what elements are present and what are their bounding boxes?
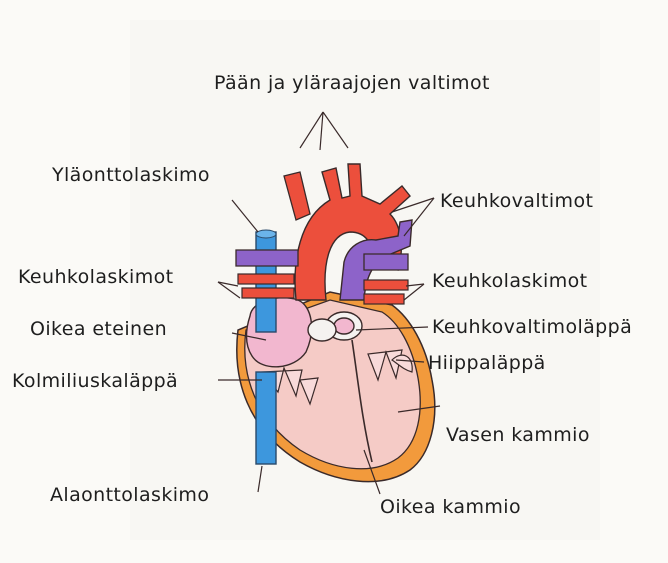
label-right-ventricle: Oikea kammio — [380, 496, 521, 518]
label-right-atrium: Oikea eteinen — [30, 318, 167, 340]
label-pulmonary-veins-right: Keuhkolaskimot — [432, 270, 588, 292]
label-inferior-vena-cava: Alaonttolaskimo — [50, 484, 209, 506]
pulmonary-right-artery — [364, 254, 408, 270]
label-superior-vena-cava: Yläonttolaskimo — [52, 164, 210, 186]
label-tricuspid-valve: Kolmiliuskaläppä — [12, 370, 178, 392]
label-mitral-valve: Hiippaläppä — [428, 352, 546, 374]
label-head-arteries: Pään ja yläraajojen valtimot — [214, 72, 490, 94]
label-left-ventricle: Vasen kammio — [446, 424, 590, 446]
inferior-vena-cava — [256, 372, 276, 464]
label-pulmonary-valve: Keuhkovaltimoläppä — [432, 316, 632, 338]
pulmonary-left-artery — [236, 250, 298, 266]
label-pulmonary-veins-left: Keuhkolaskimot — [18, 266, 174, 288]
label-pulmonary-arteries: Keuhkovaltimot — [440, 190, 593, 212]
